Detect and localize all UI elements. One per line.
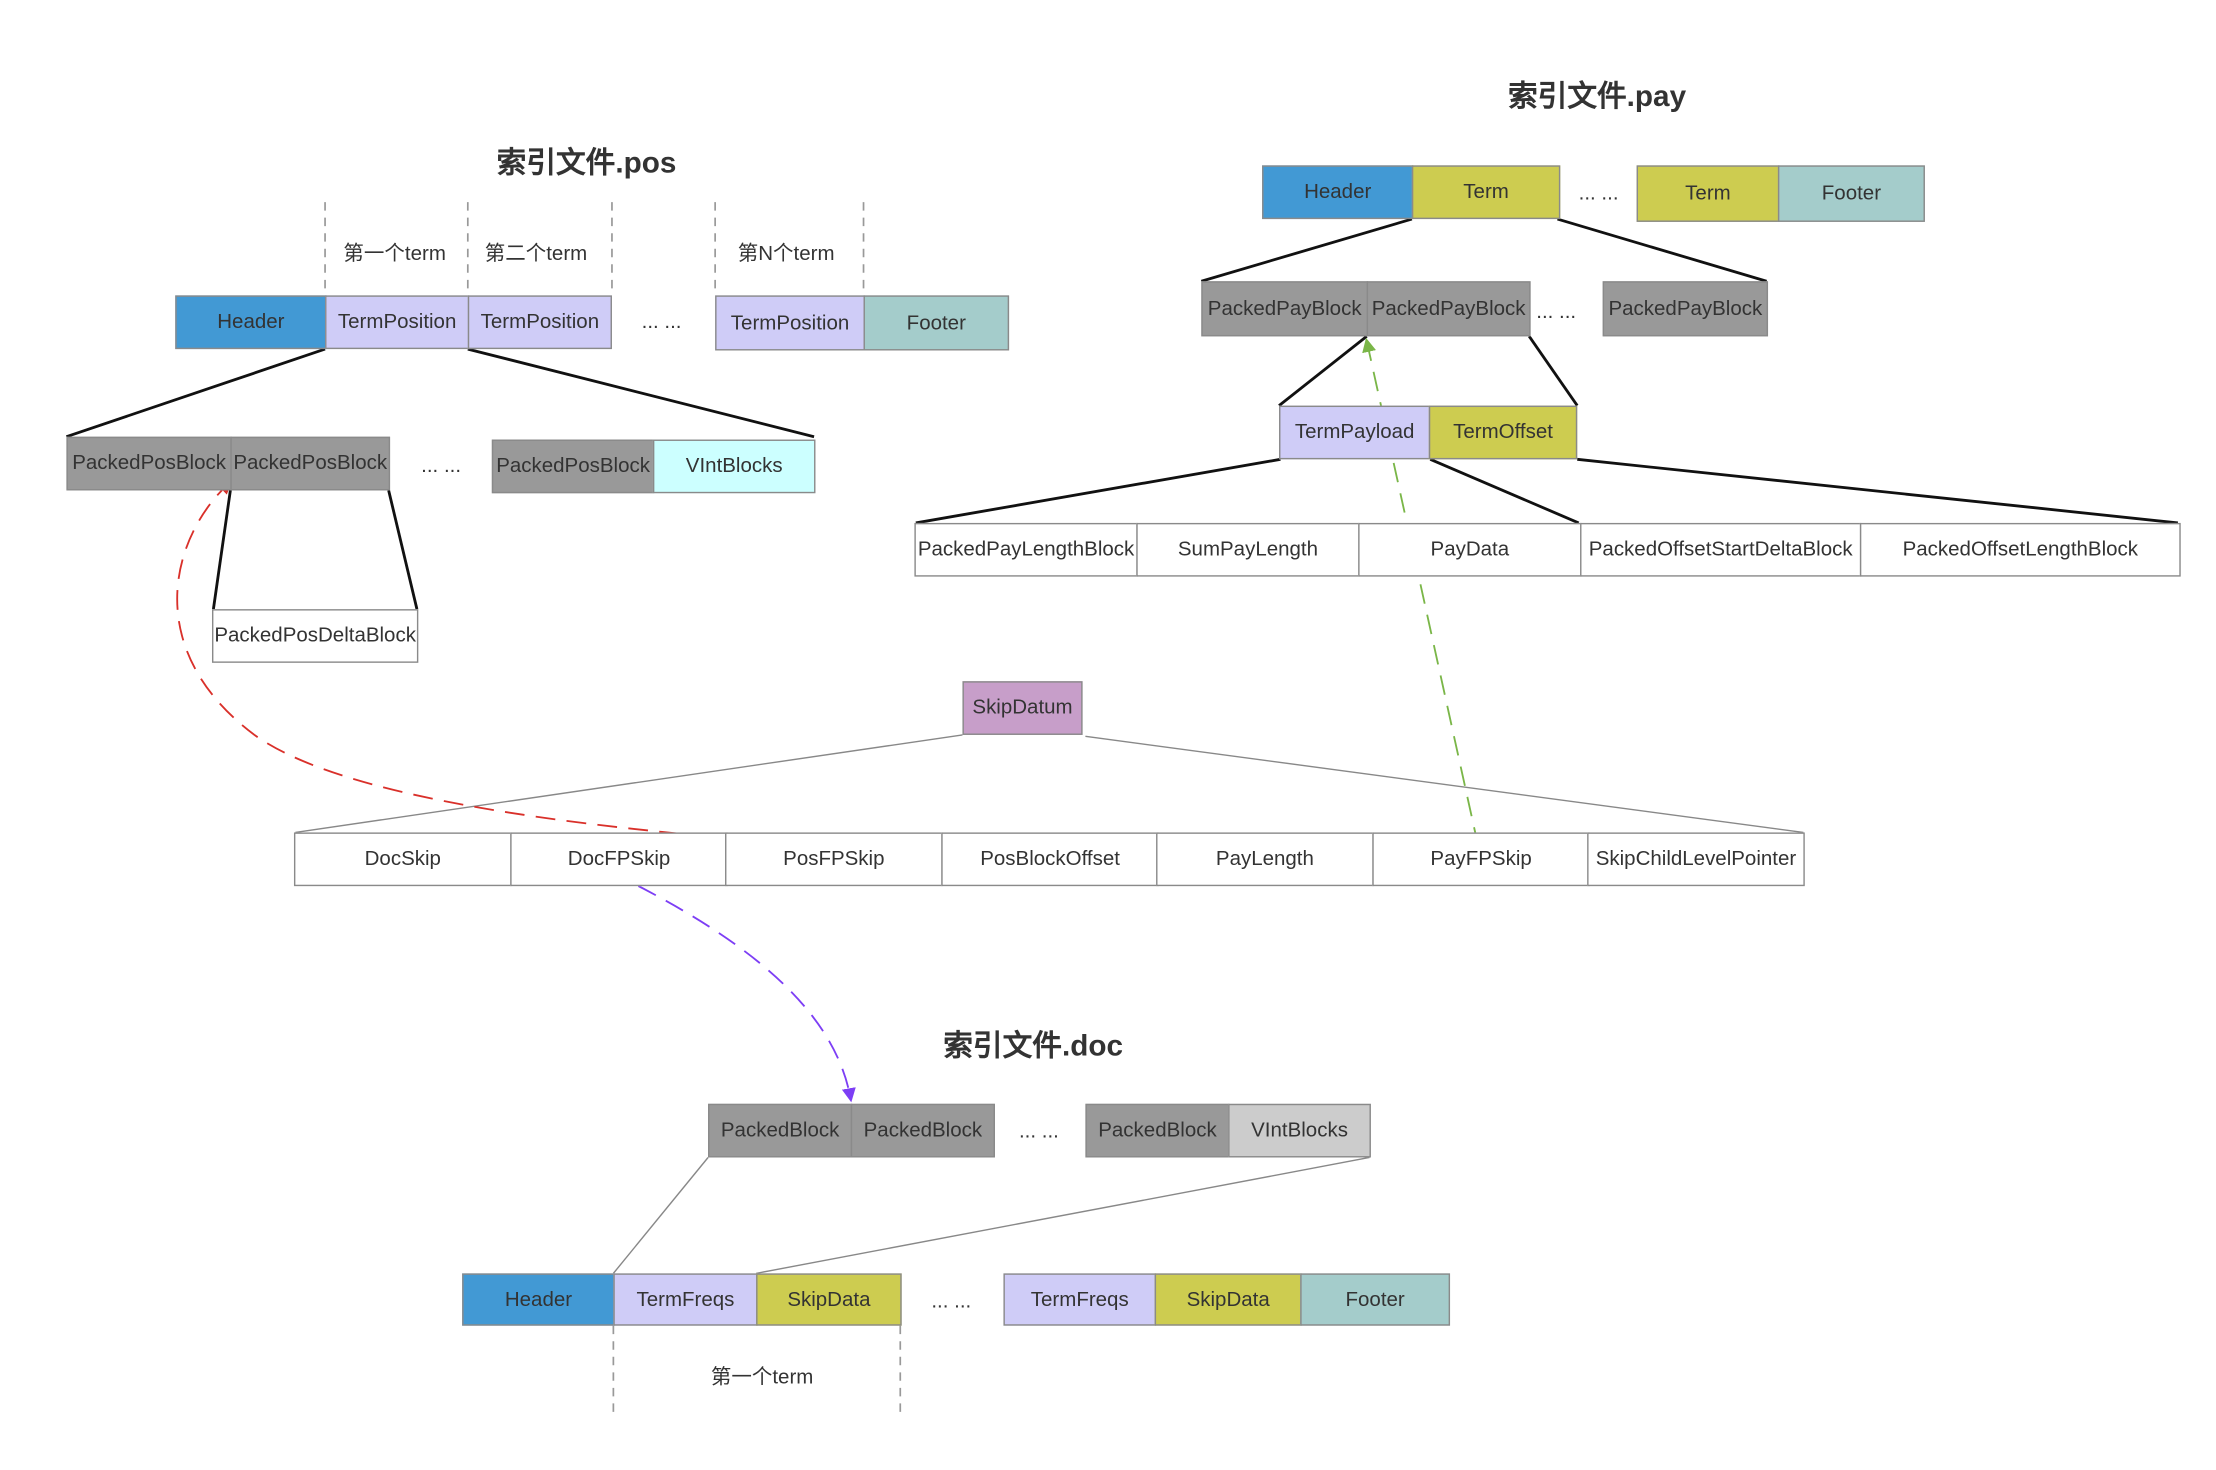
doc-file-title: 索引文件.doc — [943, 1030, 1123, 1063]
packed-offset-start-delta-block: PackedOffsetStartDeltaBlock — [1580, 522, 1862, 577]
pos-term-label-n: 第N个term — [737, 243, 835, 266]
pos-footer-block: Footer — [863, 295, 1010, 351]
packed-pos-delta-block: PackedPosDeltaBlock — [211, 609, 419, 663]
packed-block: PackedBlock — [1085, 1103, 1230, 1158]
term-payload-block: TermPayload — [1279, 405, 1431, 460]
skip-datum-block: SkipDatum — [962, 681, 1083, 735]
doc-row1-ellipsis: ... ... — [1018, 1120, 1059, 1144]
packed-pay-block: PackedPayBlock — [1201, 281, 1369, 337]
packed-offset-length-block: PackedOffsetLengthBlock — [1859, 522, 2181, 577]
packed-pos-block: PackedPosBlock — [66, 436, 232, 491]
pos-term-position-block: TermPosition — [325, 295, 470, 350]
skip-field-doc-fp-skip: DocFPSkip — [510, 832, 728, 887]
skip-field-pay-fp-skip: PayFPSkip — [1372, 832, 1590, 887]
pos-row2-ellipsis: ... ... — [421, 455, 462, 478]
pos-file-title: 索引文件.pos — [496, 146, 677, 180]
pay-file-title: 索引文件.pay — [1507, 80, 1687, 114]
pos-expansion-lines — [65, 347, 815, 610]
pos-term-position-block: TermPosition — [715, 295, 865, 351]
doc-skip-data-block: SkipData — [1154, 1273, 1302, 1326]
pay-term-block: Term — [1411, 165, 1561, 220]
doc-term-freqs-block: TermFreqs — [613, 1273, 758, 1326]
pos-row1-ellipsis: ... ... — [641, 310, 682, 334]
pay-footer-block: Footer — [1777, 165, 1925, 222]
pay-row1-ellipsis: ... ... — [1578, 182, 1619, 205]
posfpskip-arrow — [176, 480, 834, 848]
docfpskip-arrow — [610, 871, 856, 1103]
doc-expansion-lines — [612, 1156, 1370, 1275]
term-offset-block: TermOffset — [1428, 405, 1578, 460]
pay-header-block: Header — [1262, 165, 1414, 220]
doc-term-label: 第一个term — [710, 1366, 814, 1390]
packed-pos-block: PackedPosBlock — [230, 436, 391, 491]
skip-field-pos-fp-skip: PosFPSkip — [725, 832, 943, 887]
pos-term-position-block: TermPosition — [467, 295, 612, 350]
doc-vint-blocks: VIntBlocks — [1228, 1103, 1371, 1158]
doc-skip-data-block: SkipData — [756, 1273, 902, 1326]
pos-term-label-2: 第二个term — [484, 243, 588, 266]
doc-header-block: Header — [462, 1273, 615, 1326]
packed-pay-length-block: PackedPayLengthBlock — [914, 522, 1138, 577]
skip-field-skip-child-level-pointer: SkipChildLevelPointer — [1587, 832, 1805, 887]
pay-data-block: PayData — [1358, 522, 1582, 577]
pay-term-block: Term — [1636, 165, 1780, 222]
pay-expansion-lines — [915, 217, 2179, 525]
pay-row2-ellipsis: ... ... — [1536, 301, 1577, 324]
payfpskip-arrow — [1362, 337, 1480, 847]
skip-field-pay-length: PayLength — [1156, 832, 1374, 887]
packed-block: PackedBlock — [850, 1103, 995, 1158]
packed-pay-block: PackedPayBlock — [1602, 281, 1769, 337]
skip-datum-lines — [295, 734, 1804, 834]
doc-footer-block: Footer — [1300, 1273, 1451, 1326]
pos-vint-blocks: VIntBlocks — [652, 439, 816, 494]
packed-block: PackedBlock — [708, 1103, 853, 1158]
packed-pos-block: PackedPosBlock — [491, 439, 655, 494]
skip-field-doc-skip: DocSkip — [293, 832, 512, 887]
pos-term-label-1: 第一个term — [343, 243, 446, 266]
pos-header-block: Header — [175, 295, 327, 350]
sum-pay-length-block: SumPayLength — [1136, 522, 1360, 577]
doc-row2-ellipsis: ... ... — [931, 1290, 972, 1313]
skip-field-pos-block-offset: PosBlockOffset — [941, 832, 1159, 887]
doc-term-freqs-block: TermFreqs — [1003, 1273, 1157, 1326]
packed-pay-block: PackedPayBlock — [1366, 281, 1531, 337]
